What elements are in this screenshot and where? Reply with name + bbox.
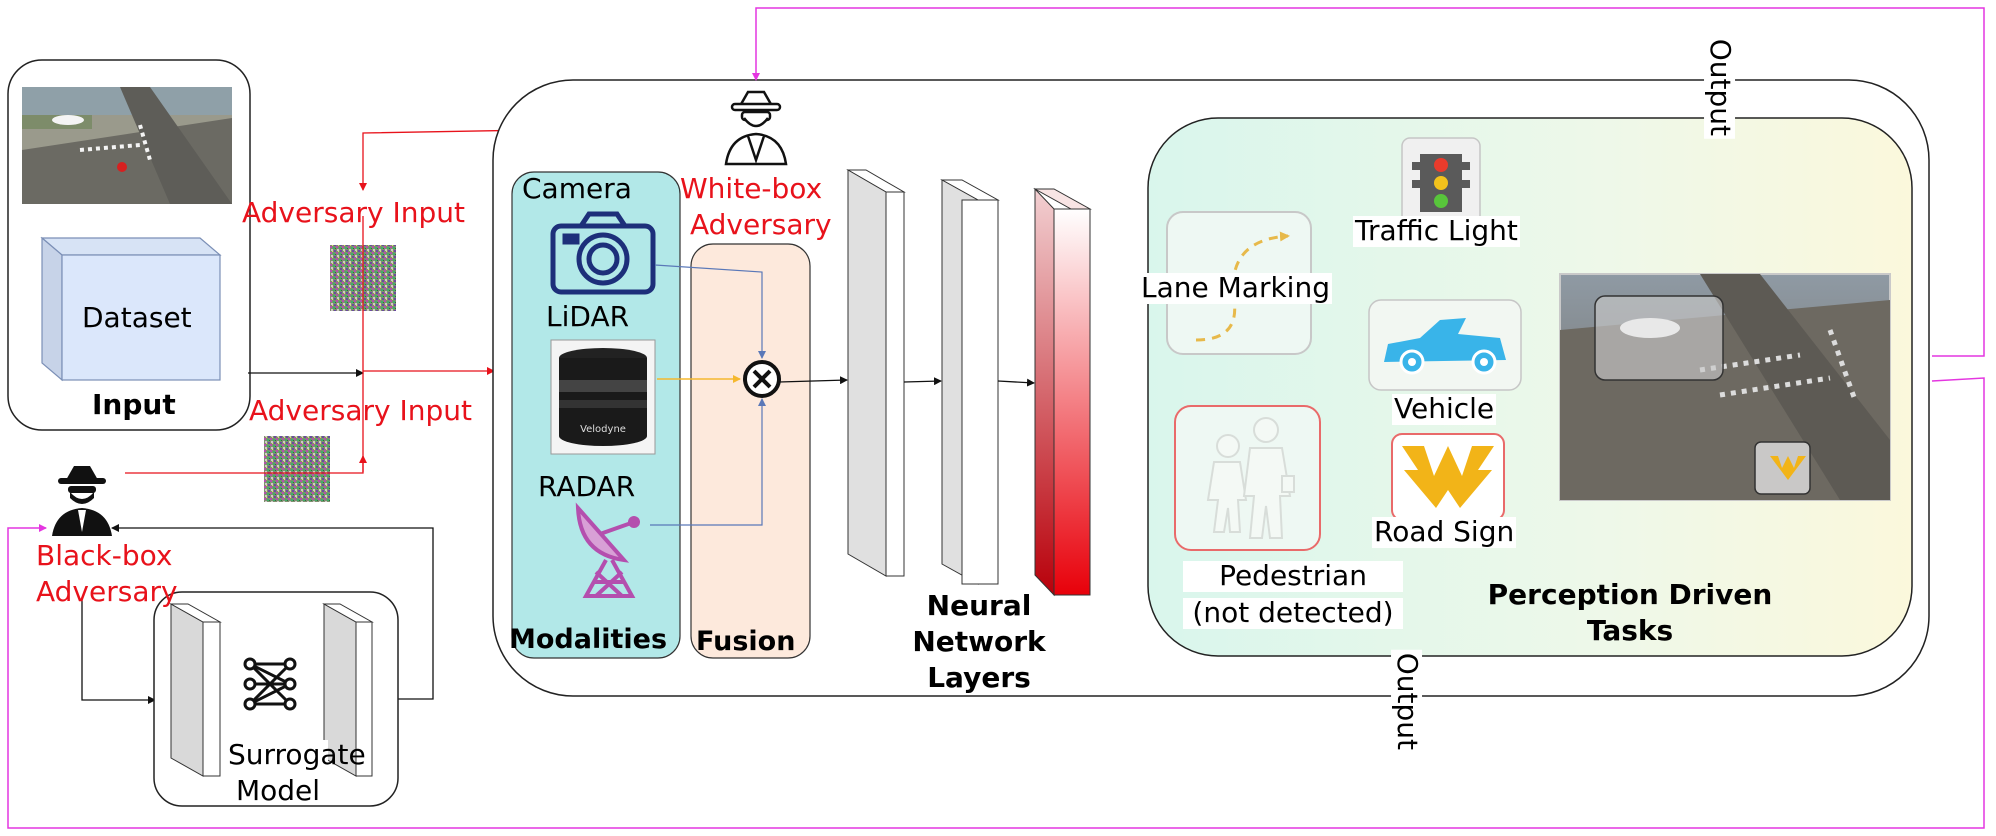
- radar-label: RADAR: [538, 470, 636, 503]
- nn-output-layer: [1033, 187, 1092, 597]
- multiply-icon: [743, 360, 781, 398]
- traffic-light-label: Traffic Light: [1353, 214, 1520, 247]
- network-icon: [243, 657, 297, 711]
- blackbox-input-line: [125, 455, 367, 474]
- output-feedback-top: [752, 7, 1985, 357]
- surrogate-model-label-2: Model: [235, 774, 321, 807]
- spy-icon: [52, 466, 112, 536]
- lidar-brand-text: Velodyne: [580, 424, 626, 435]
- perception-output-image: [1559, 273, 1891, 501]
- road-sign-icon: [1391, 433, 1505, 521]
- neural-network-label-2: Network: [912, 625, 1046, 658]
- white-box-adversary-label-1: White-box: [680, 172, 823, 205]
- white-box-adversary-label-2: Adversary: [690, 208, 832, 241]
- spy-icon: [724, 90, 788, 166]
- adversary-input-top-label: Adversary Input: [242, 196, 465, 229]
- modalities-label: Modalities: [509, 624, 668, 655]
- neural-network-label-1: Neural: [926, 589, 1032, 622]
- perception-tasks-label-2: Tasks: [1586, 614, 1674, 647]
- input-label: Input: [92, 388, 176, 421]
- black-box-adversary-label-2: Adversary: [36, 575, 178, 608]
- fusion-to-layer-arrow: [778, 376, 848, 385]
- nn-layer-1: [846, 169, 906, 577]
- output-label-top: Output: [1704, 35, 1737, 140]
- blackbox-to-surrogate-line: [81, 600, 156, 704]
- camera-arrow: [654, 264, 766, 359]
- output-feedback-bottom: [7, 377, 1985, 829]
- vehicle-label: Vehicle: [1392, 392, 1497, 425]
- surrogate-model-label-1: Surrogate: [228, 738, 366, 771]
- pedestrian-icon: [1174, 405, 1321, 551]
- perception-tasks-label-1: Perception Driven: [1487, 578, 1773, 611]
- nn-layer-2: [940, 179, 1000, 585]
- traffic-light-icon: [1401, 137, 1481, 225]
- neural-network-label-3: Layers: [927, 661, 1031, 694]
- adversary-input-bottom-label: Adversary Input: [249, 394, 472, 427]
- pedestrian-label-2: (not detected): [1183, 597, 1403, 629]
- layer2-to-layer3-arrow: [997, 378, 1035, 387]
- output-label-bottom: Output: [1391, 649, 1424, 754]
- lidar-icon: Velodyne: [550, 339, 656, 455]
- radar-arrow: [650, 398, 766, 526]
- pedestrian-label-1: Pedestrian: [1183, 560, 1403, 592]
- car-icon: [1368, 299, 1522, 391]
- surrogate-layer-left: [169, 603, 222, 777]
- perception-panel: [1147, 117, 1913, 657]
- fusion-panel: [690, 243, 811, 659]
- dataset-cube: [40, 236, 222, 382]
- fusion-label: Fusion: [696, 626, 796, 657]
- camera-icon: [550, 211, 656, 295]
- camera-label: Camera: [522, 172, 632, 205]
- surrogate-layer-right: [322, 603, 374, 777]
- road-sign-label: Road Sign: [1372, 515, 1517, 548]
- input-street-image: [22, 87, 232, 204]
- surrogate-feedback-line: [111, 524, 434, 700]
- lane-marking-label: Lane Marking: [1139, 271, 1332, 304]
- radar-icon: [575, 502, 640, 598]
- black-box-adversary-label-1: Black-box: [36, 539, 173, 572]
- adversary-noise-bottom: [264, 436, 330, 502]
- lidar-label: LiDAR: [546, 300, 630, 333]
- dataset-label: Dataset: [82, 301, 192, 334]
- layer1-to-layer2-arrow: [903, 377, 942, 386]
